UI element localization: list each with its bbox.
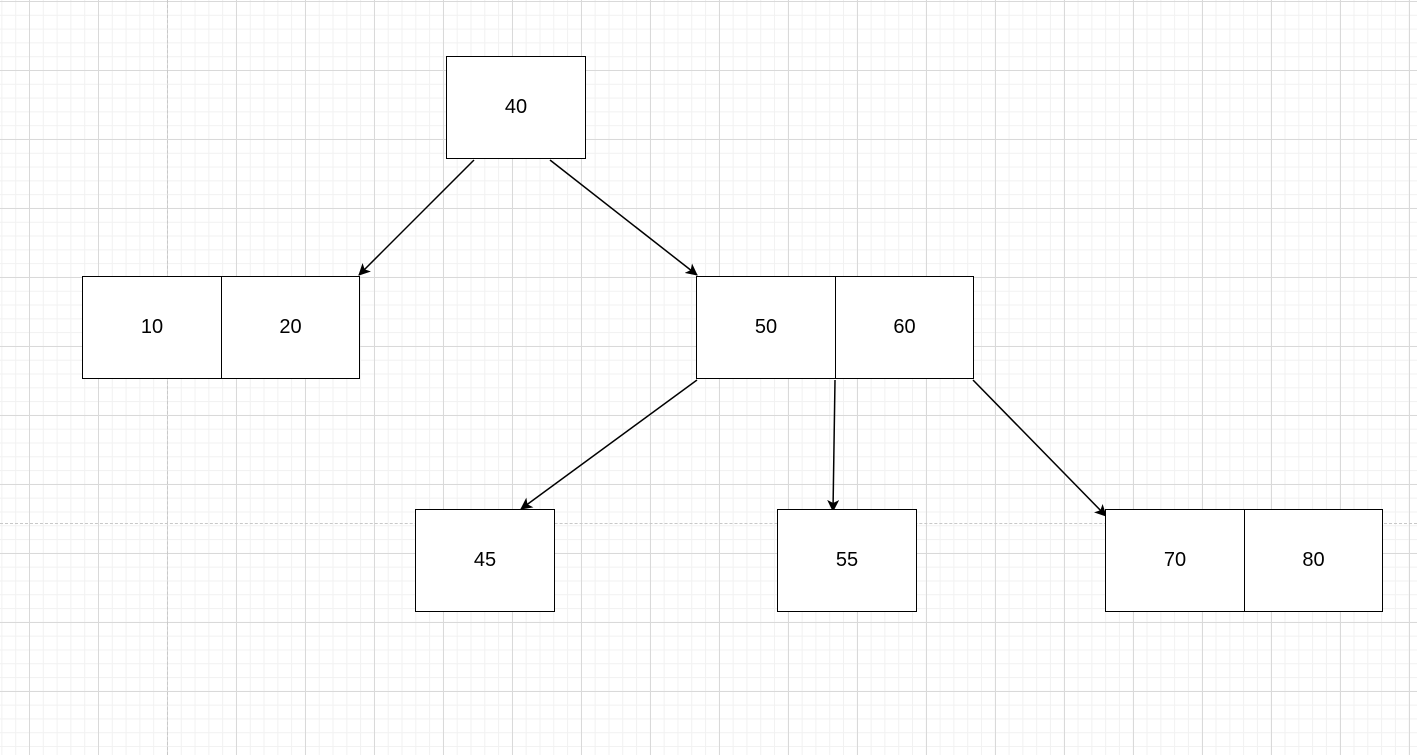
edge-right-to-right-mid[interactable] — [827, 379, 840, 512]
node-right[interactable]: 50 60 — [696, 276, 974, 379]
edge-right-to-right-right[interactable] — [972, 379, 1107, 517]
node-key: 20 — [221, 277, 359, 378]
node-right-right[interactable]: 70 80 — [1105, 509, 1383, 612]
node-key: 45 — [473, 549, 497, 571]
edge-root-to-left[interactable] — [358, 159, 475, 276]
node-right-mid[interactable]: 55 — [777, 509, 917, 612]
node-key: 40 — [504, 96, 528, 118]
edge-right-to-right-left[interactable] — [520, 379, 698, 510]
node-key: 55 — [835, 549, 859, 571]
node-key: 70 — [1163, 549, 1187, 571]
node-right-left[interactable]: 45 — [415, 509, 555, 612]
horizontal-guide-line — [0, 523, 1417, 524]
node-root[interactable]: 40 — [446, 56, 586, 159]
edge-root-to-right[interactable] — [549, 159, 698, 276]
node-key: 10 — [140, 316, 164, 338]
node-left[interactable]: 10 20 — [82, 276, 360, 379]
node-key: 60 — [835, 277, 973, 378]
node-key: 50 — [754, 316, 778, 338]
node-key: 80 — [1244, 510, 1382, 611]
